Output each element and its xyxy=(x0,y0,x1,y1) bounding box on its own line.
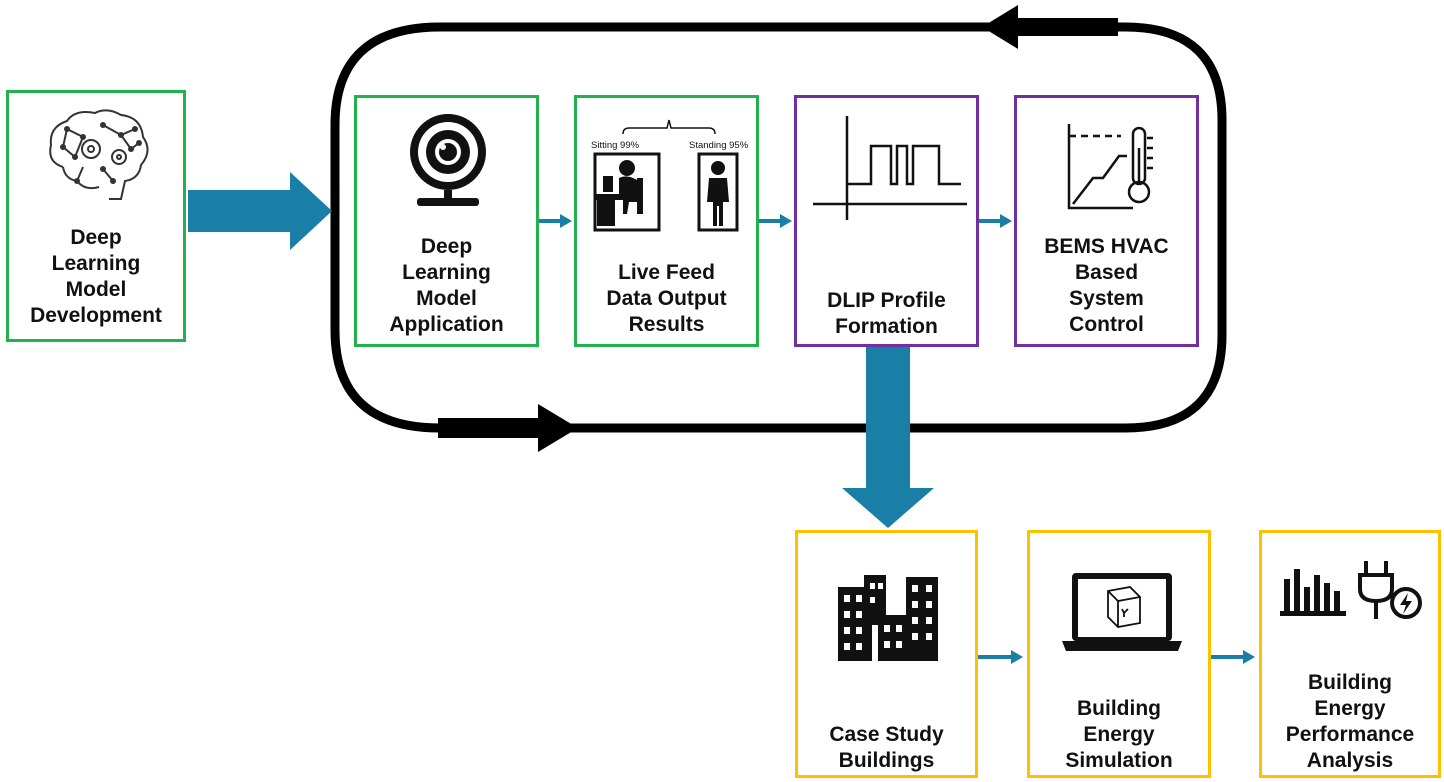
bar-chart-icon xyxy=(1280,569,1346,616)
case-study-label: Case Study Buildings xyxy=(829,723,944,772)
buildings-icon xyxy=(838,575,938,661)
laptop-3d-model-icon xyxy=(1062,573,1182,651)
box-energy-simulation: Building Energy Simulation xyxy=(1027,530,1211,778)
application-label: Deep Learning Model Application xyxy=(389,235,504,336)
arrow-development-to-loop xyxy=(188,172,332,250)
bems-label: BEMS HVAC Based System Control xyxy=(1044,235,1169,336)
sitting-text: Sitting 99% xyxy=(591,140,640,151)
box-case-study: Case Study Buildings xyxy=(795,530,978,778)
performance-label: Building Energy Performance Analysis xyxy=(1285,671,1415,772)
power-plug-icon xyxy=(1358,561,1422,619)
thermometer-setpoint-icon xyxy=(1067,124,1153,210)
development-label: Deep Learning Model Development xyxy=(30,226,162,327)
box-dlip-profile: DLIP Profile Formation xyxy=(794,95,979,347)
occupant-detection-icon: Sitting 99% Standing 95% xyxy=(591,119,749,232)
brain-network-icon xyxy=(49,109,149,200)
dlip-label: DLIP Profile Formation xyxy=(827,289,946,338)
box-model-application: Deep Learning Model Application xyxy=(354,95,539,347)
box-performance-analysis: Building Energy Performance Analysis xyxy=(1259,530,1441,778)
pulse-profile-icon xyxy=(813,116,967,220)
live-feed-label: Live Feed Data Output Results xyxy=(606,261,727,336)
loop-arrow-bottom xyxy=(438,404,578,452)
standing-text: Standing 95% xyxy=(689,140,749,151)
box-model-development: Deep Learning Model Development xyxy=(6,90,186,342)
arrow-dlip-to-casestudy xyxy=(842,347,934,528)
box-live-feed: Sitting 99% Standing 95% Live Feed Data … xyxy=(574,95,759,347)
box-bems-control: BEMS HVAC Based System Control xyxy=(1014,95,1199,347)
feedback-loop xyxy=(330,22,1227,433)
loop-arrow-top xyxy=(982,5,1118,49)
simulation-label: Building Energy Simulation xyxy=(1065,697,1173,772)
webcam-icon xyxy=(410,114,486,206)
